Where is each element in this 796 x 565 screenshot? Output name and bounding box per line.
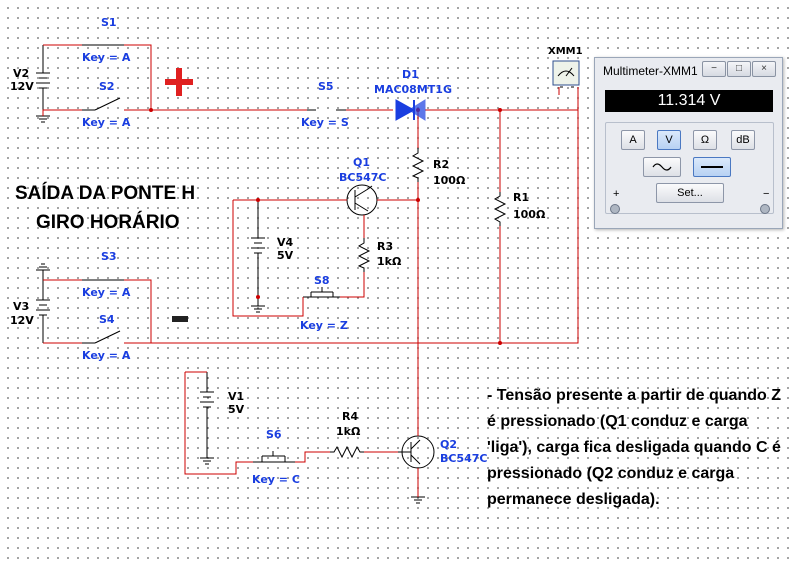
v1-ref: V1 <box>228 390 245 403</box>
s3-ref: S3 <box>101 250 117 263</box>
ground-q2 <box>411 496 425 504</box>
minus-polarity-mark <box>172 316 188 322</box>
v4-value: 5V <box>277 249 294 262</box>
ohmmeter-mode-button[interactable]: Ω <box>693 130 717 150</box>
set-button[interactable]: Set... <box>656 183 724 203</box>
d1-model: MAC08MT1G <box>374 83 452 96</box>
s5-ref: S5 <box>318 80 334 93</box>
d1-ref: D1 <box>402 68 419 81</box>
s8-key: Key = Z <box>300 319 348 332</box>
r1-ref: R1 <box>513 191 530 204</box>
multimeter-controls: A V Ω dB Set... <box>605 122 774 214</box>
r2-ref: R2 <box>433 158 450 171</box>
r2-value: 100Ω <box>433 174 466 187</box>
resistor-r1-symbol <box>493 192 507 226</box>
s1-ref: S1 <box>101 16 117 29</box>
minimize-button[interactable]: − <box>702 61 726 77</box>
battery-v3-symbol <box>36 263 50 343</box>
v2-ref: V2 <box>13 67 30 80</box>
r3-ref: R3 <box>377 240 394 253</box>
title-line-2: GIRO HORÁRIO <box>36 212 180 233</box>
s2-key: Key = A <box>82 116 131 129</box>
multimeter-title: Multimeter-XMM1 <box>603 64 698 78</box>
s5-key: Key = S <box>301 116 349 129</box>
voltmeter-mode-button[interactable]: V <box>657 130 681 150</box>
v3-ref: V3 <box>13 300 30 313</box>
ac-wave-icon <box>652 163 672 171</box>
s4-key: Key = A <box>82 349 131 362</box>
s1-key: Key = A <box>82 51 131 64</box>
minus-terminal-label: − <box>763 188 770 200</box>
v2-value: 12V <box>10 80 34 93</box>
resistor-r4-symbol <box>330 445 364 459</box>
diode-d1-symbol <box>395 99 426 121</box>
s6-ref: S6 <box>266 428 282 441</box>
xmm1-ref: XMM1 <box>548 46 583 57</box>
r1-value: 100Ω <box>513 208 546 221</box>
plus-terminal-label: + <box>613 188 620 200</box>
transistor-q1-symbol <box>346 184 378 216</box>
decibel-mode-button[interactable]: dB <box>731 130 755 150</box>
resistor-r3-symbol <box>357 238 371 272</box>
title-line-1: SAÍDA DA PONTE H <box>15 183 196 204</box>
q2-ref: Q2 <box>440 438 458 451</box>
r4-value: 1kΩ <box>336 425 361 438</box>
junction-dots <box>149 108 502 345</box>
q2-model: BC547C <box>440 452 488 465</box>
ac-mode-button[interactable] <box>643 157 681 177</box>
r4-ref: R4 <box>342 410 359 423</box>
dc-line-icon <box>701 166 723 168</box>
s6-key: Key = C <box>252 473 300 486</box>
plus-polarity-mark <box>165 68 193 96</box>
multimeter-window[interactable]: Multimeter-XMM1 − □ × 11.314 V A V Ω dB … <box>594 57 783 229</box>
dc-mode-button[interactable] <box>693 157 731 177</box>
s4-ref: S4 <box>99 313 115 326</box>
ammeter-mode-button[interactable]: A <box>621 130 645 150</box>
resistor-r2-symbol <box>411 148 425 182</box>
close-button[interactable]: × <box>752 61 776 77</box>
meter-xmm1-symbol <box>552 60 580 88</box>
v3-value: 12V <box>10 314 34 327</box>
s8-ref: S8 <box>314 274 330 287</box>
multimeter-reading: 11.314 V <box>605 90 773 112</box>
v4-ref: V4 <box>277 236 294 249</box>
explanation-note: - Tensão presente a partir de quando Z é… <box>487 387 781 508</box>
q1-ref: Q1 <box>353 156 371 169</box>
s3-key: Key = A <box>82 286 131 299</box>
r3-value: 1kΩ <box>377 255 402 268</box>
wires <box>42 44 579 497</box>
s2-ref: S2 <box>99 80 115 93</box>
plus-terminal[interactable] <box>610 204 620 214</box>
switch-contacts <box>82 44 346 463</box>
minus-terminal[interactable] <box>760 204 770 214</box>
q1-model: BC547C <box>339 171 387 184</box>
v1-value: 5V <box>228 403 245 416</box>
maximize-button[interactable]: □ <box>727 61 751 77</box>
battery-v2-symbol <box>36 45 50 123</box>
battery-v1-symbol <box>200 372 214 465</box>
transistor-q2-symbol <box>398 435 435 469</box>
